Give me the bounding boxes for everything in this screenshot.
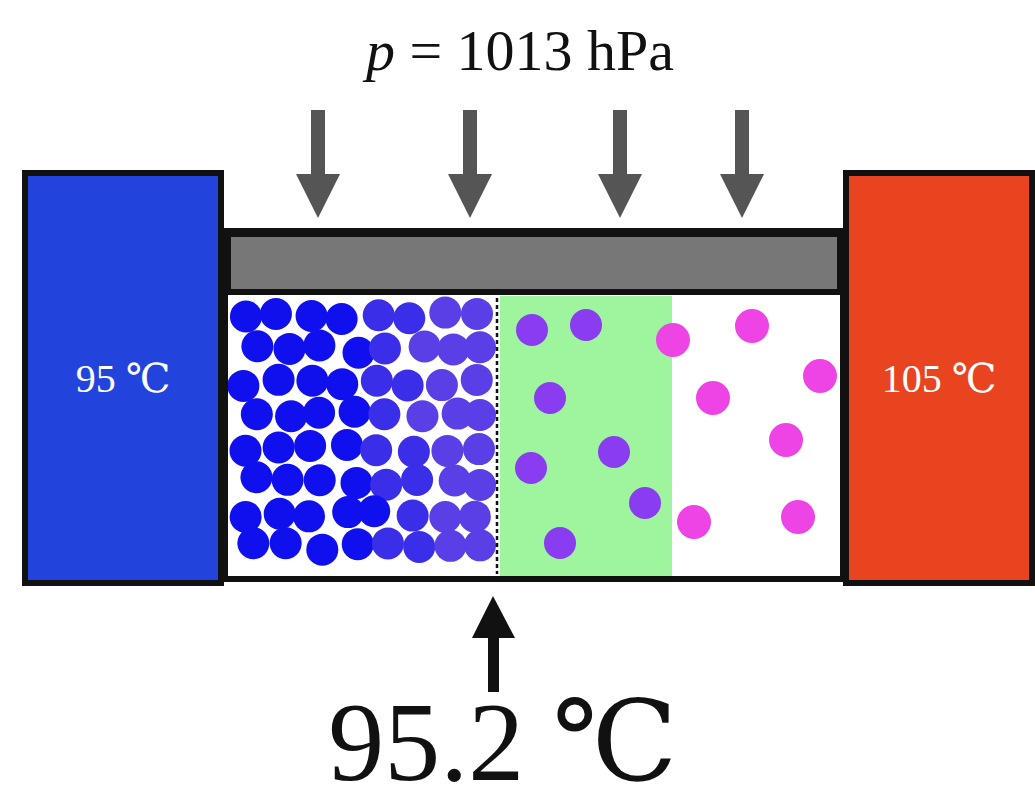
pointer-arrow [472, 596, 515, 692]
hot-reservoir: 105 ℃ [843, 170, 1035, 586]
cold-reservoir: 95 ℃ [22, 170, 224, 586]
piston [228, 234, 840, 292]
pressure-arrows [296, 110, 764, 218]
temperature-text: 95 ℃ [76, 355, 171, 402]
interface-line [496, 298, 499, 574]
cylinder-wall [225, 231, 843, 579]
temperature-text: 105 ℃ [882, 355, 997, 402]
temperature-reading: 95.2 ℃ [328, 686, 677, 798]
pressure-label: p = 1013 hPa [366, 22, 674, 80]
particles [227, 297, 837, 566]
gas-band [500, 296, 672, 576]
